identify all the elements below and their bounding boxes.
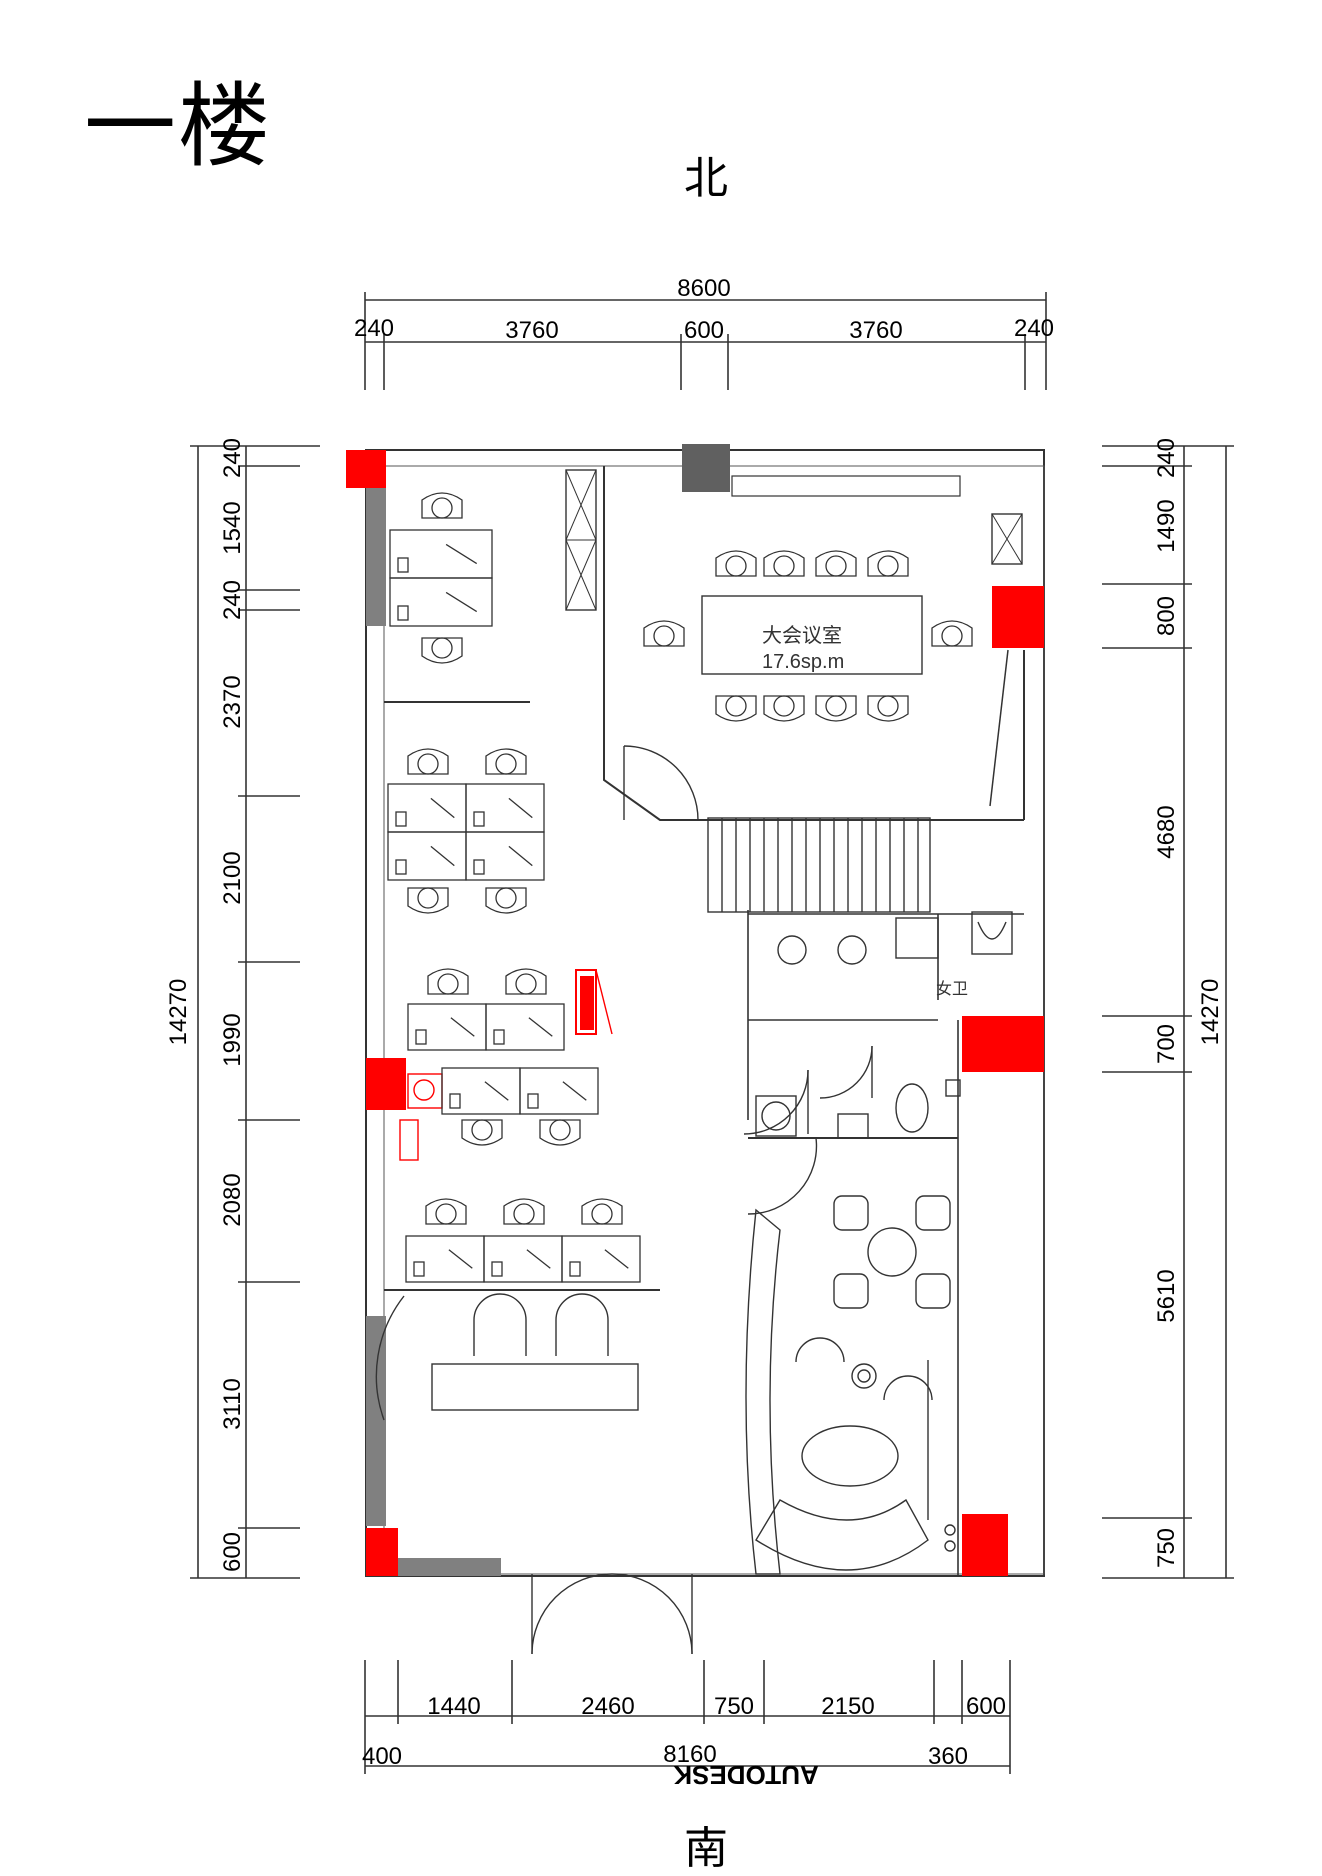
dim-left-6: 2080 bbox=[219, 1173, 246, 1226]
lounge-area bbox=[745, 1195, 956, 1575]
dim-right-3: 4680 bbox=[1153, 805, 1180, 858]
chair-icon bbox=[421, 637, 463, 664]
dim-left-3: 2370 bbox=[219, 675, 246, 728]
bathroom-fixtures bbox=[755, 911, 1013, 1139]
dim-top-4: 240 bbox=[1014, 315, 1054, 342]
dim-left-0: 240 bbox=[219, 438, 246, 478]
chair-icon bbox=[815, 695, 857, 722]
chair-icon bbox=[539, 1119, 581, 1146]
dim-bottom-3: 2150 bbox=[821, 1693, 874, 1720]
dimension-labels: 8600 240 3760 600 3760 240 14270 240 154… bbox=[165, 275, 1224, 1790]
desk bbox=[465, 831, 545, 881]
south-label: 南 bbox=[684, 1823, 728, 1874]
reception-desk bbox=[399, 1073, 639, 1411]
desk bbox=[389, 529, 493, 579]
dim-bottom-2: 750 bbox=[714, 1693, 754, 1720]
dimension-lines bbox=[190, 292, 1234, 1774]
chair-icon bbox=[427, 968, 469, 995]
dim-bottom-extra-1: 8160 bbox=[663, 1741, 716, 1768]
dim-right-total: 14270 bbox=[1197, 979, 1224, 1046]
office-desks bbox=[387, 492, 641, 1283]
dim-left-4: 2100 bbox=[219, 851, 246, 904]
desk bbox=[485, 1003, 565, 1051]
dim-left-total: 14270 bbox=[165, 979, 192, 1046]
chair-icon bbox=[763, 695, 805, 722]
chair-icon bbox=[425, 1198, 467, 1225]
desk bbox=[483, 1235, 563, 1283]
walls bbox=[346, 444, 1045, 1577]
dim-left-1: 1540 bbox=[219, 501, 246, 554]
desk bbox=[407, 1003, 487, 1051]
dim-bottom-extra-0: 400 bbox=[362, 1743, 402, 1770]
dim-left-7: 3110 bbox=[219, 1378, 246, 1430]
dim-bottom-1: 2460 bbox=[581, 1693, 634, 1720]
chair-icon bbox=[505, 968, 547, 995]
chair-icon bbox=[763, 550, 805, 577]
dim-right-6: 750 bbox=[1153, 1528, 1180, 1568]
doors bbox=[375, 745, 873, 1655]
dim-top-3: 3760 bbox=[849, 317, 902, 344]
chair-icon bbox=[485, 887, 527, 914]
desk bbox=[387, 783, 467, 833]
dim-left-2: 240 bbox=[219, 580, 246, 620]
dim-left-8: 600 bbox=[219, 1532, 246, 1572]
wc-label: 女卫 bbox=[936, 979, 968, 998]
dim-bottom-0: 1440 bbox=[427, 1693, 480, 1720]
desk bbox=[561, 1235, 641, 1283]
chair-icon bbox=[643, 620, 685, 647]
dim-bottom-extra-2: 360 bbox=[928, 1743, 968, 1770]
chair-icon bbox=[715, 550, 757, 577]
chair-icon bbox=[931, 620, 973, 647]
chair-icon bbox=[867, 550, 909, 577]
dim-right-2: 800 bbox=[1153, 596, 1180, 636]
desk bbox=[405, 1235, 485, 1283]
dim-right-1: 1490 bbox=[1153, 499, 1180, 552]
chair-icon bbox=[581, 1198, 623, 1225]
chair-icon bbox=[461, 1119, 503, 1146]
desk bbox=[519, 1067, 599, 1115]
dim-right-4: 700 bbox=[1153, 1024, 1180, 1064]
dim-top-total: 8600 bbox=[677, 275, 730, 302]
meeting-room bbox=[643, 550, 973, 722]
chair-icon bbox=[407, 748, 449, 775]
desk bbox=[387, 831, 467, 881]
desk bbox=[441, 1067, 521, 1115]
north-label: 北 bbox=[684, 153, 728, 204]
plan-title: 一楼 bbox=[84, 73, 273, 180]
chair-icon bbox=[815, 550, 857, 577]
meeting-room-area: 17.6sp.m bbox=[762, 651, 844, 673]
dim-right-0: 240 bbox=[1153, 438, 1180, 478]
dim-top-1: 3760 bbox=[505, 317, 558, 344]
chair-icon bbox=[407, 887, 449, 914]
chair-icon bbox=[867, 695, 909, 722]
staircase bbox=[707, 817, 931, 913]
chair-icon bbox=[503, 1198, 545, 1225]
dim-bottom-4: 600 bbox=[966, 1693, 1006, 1720]
dim-right-5: 5610 bbox=[1153, 1269, 1180, 1322]
dim-left-5: 1990 bbox=[219, 1013, 246, 1066]
autodesk-watermark: AUTODESK bbox=[673, 1760, 819, 1790]
chair-icon bbox=[421, 492, 463, 519]
chair-icon bbox=[715, 695, 757, 722]
dim-top-2: 600 bbox=[684, 317, 724, 344]
dim-top-0: 240 bbox=[354, 315, 394, 342]
meeting-room-name: 大会议室 bbox=[762, 624, 842, 647]
desk bbox=[389, 577, 493, 627]
chair-icon bbox=[485, 748, 527, 775]
desk bbox=[465, 783, 545, 833]
